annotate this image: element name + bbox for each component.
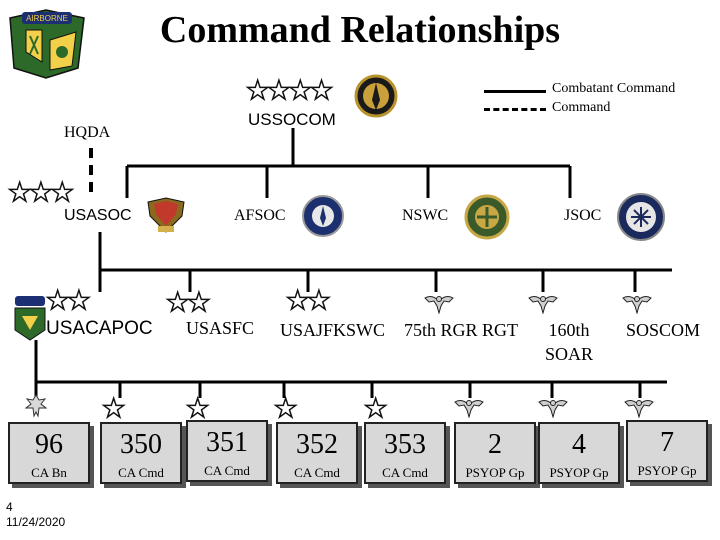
eagle-insignia-icon: [538, 400, 568, 418]
nswc-label: NSWC: [402, 207, 449, 224]
legend-solid-line: [484, 90, 546, 93]
two-star-insignia-icon: ★★: [165, 288, 211, 317]
unit-type: CA Cmd: [204, 463, 250, 478]
two-star-insignia-icon: ★★: [285, 286, 331, 315]
airborne-patch-icon: AIRBORNE: [9, 9, 85, 79]
unit-number: 351: [206, 427, 248, 458]
one-star-insignia-icon: ★: [185, 394, 210, 423]
unit-box-351-ca-cmd: 351 CA Cmd: [186, 420, 268, 482]
unit-box-350-ca-cmd: 350 CA Cmd: [100, 422, 182, 484]
afsoc-seal-icon: [302, 195, 344, 237]
three-star-insignia-icon: ★★★: [7, 178, 74, 207]
eagle-insignia-icon: [622, 296, 652, 314]
unit-box-353-ca-cmd: 353 CA Cmd: [364, 422, 446, 484]
eagle-insignia-icon: [528, 296, 558, 314]
unit-type: PSYOP Gp: [549, 465, 609, 480]
oak-leaf-insignia-icon: [25, 394, 47, 418]
eagle-insignia-icon: [424, 296, 454, 314]
footer-date: 11/24/2020: [6, 515, 66, 529]
legend-dashed-label: Command: [552, 100, 611, 115]
page-title: Command Relationships: [159, 9, 561, 51]
unit-number: 7: [660, 427, 674, 458]
nswc-seal-icon: [464, 194, 510, 240]
unit-type: CA Cmd: [382, 465, 428, 480]
legend-solid-label: Combatant Command: [552, 81, 676, 96]
eagle-insignia-icon: [454, 400, 484, 418]
usasfc-label: USASFC: [186, 318, 255, 338]
unit-number: 353: [384, 429, 426, 460]
unit-box-352-ca-cmd: 352 CA Cmd: [276, 422, 358, 484]
unit-type: PSYOP Gp: [465, 465, 525, 480]
soar-label: 160th SOAR: [544, 320, 593, 364]
ussocom-seal-icon: [354, 74, 398, 118]
unit-number: 96: [35, 429, 63, 460]
four-star-insignia-icon: ★★★★: [245, 76, 334, 105]
page-number: 4: [6, 500, 13, 514]
unit-number: 352: [296, 429, 338, 460]
ussocom-label: USSOCOM: [248, 110, 336, 129]
unit-box-96-ca-bn: 96 CA Bn: [8, 422, 90, 484]
unit-box-7-psyop-gp: 7 PSYOP Gp: [626, 420, 708, 482]
two-star-insignia-icon: ★★: [45, 286, 91, 315]
one-star-insignia-icon: ★: [101, 394, 126, 423]
hqda-label: HQDA: [64, 124, 111, 141]
unit-type: CA Cmd: [294, 465, 340, 480]
unit-box-2-psyop-gp: 2 PSYOP Gp: [454, 422, 536, 484]
afsoc-label: AFSOC: [234, 207, 286, 224]
one-star-insignia-icon: ★: [363, 394, 388, 423]
unit-type: PSYOP Gp: [637, 463, 697, 478]
usajfkswc-label: USAJFKSWC: [280, 320, 386, 340]
unit-type: CA Cmd: [118, 465, 164, 480]
unit-number: 350: [120, 429, 162, 460]
jsoc-label: JSOC: [564, 207, 602, 224]
unit-number: 2: [488, 429, 502, 460]
legend-dashed-line: [484, 108, 546, 111]
usasoc-crest-icon: [147, 197, 185, 233]
rgr-label: 75th RGR RGT: [403, 320, 518, 340]
airborne-patch-icon: [14, 296, 46, 341]
eagle-insignia-icon: [624, 400, 654, 418]
jsoc-seal-icon: [617, 193, 665, 241]
svg-text:AIRBORNE: AIRBORNE: [26, 14, 68, 23]
usasoc-label: USASOC: [64, 207, 132, 224]
unit-number: 4: [572, 429, 586, 460]
unit-type: CA Bn: [31, 465, 67, 480]
soscom-label: SOSCOM: [626, 320, 701, 340]
unit-box-4-psyop-gp: 4 PSYOP Gp: [538, 422, 620, 484]
one-star-insignia-icon: ★: [273, 394, 298, 423]
usacapoc-label: USACAPOC: [46, 318, 153, 339]
